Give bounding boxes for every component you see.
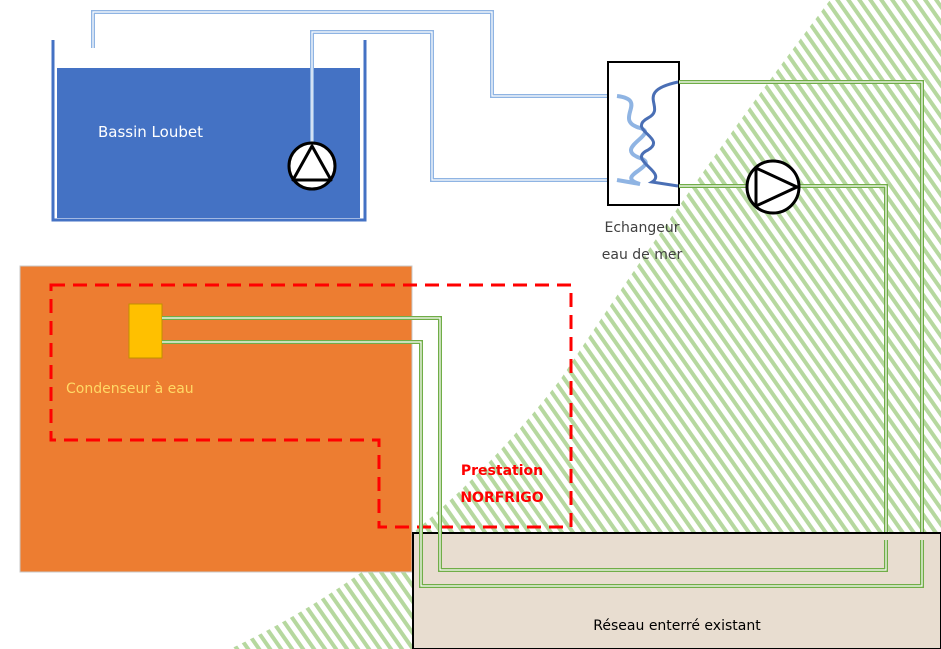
network-pipes-condenser: [162, 316, 924, 588]
exchanger-label-line2: eau de mer: [602, 247, 683, 263]
exchanger-label-line1: Echangeur: [605, 220, 680, 236]
basin-walls: [51, 40, 367, 222]
ground-network: [412, 532, 941, 649]
service-label-line1: Prestation: [461, 463, 543, 479]
service-label-line2: NORFRIGO: [460, 490, 543, 506]
building: [19, 265, 413, 573]
service-boundary: [49, 283, 573, 529]
heat-exchanger-icon: [607, 61, 680, 206]
network-label: Réseau enterré existant: [593, 618, 761, 634]
condenser-label: Condenseur à eau: [66, 381, 194, 397]
seawater-pipes: [91, 10, 617, 182]
basin: Bassin Loubet: [51, 40, 367, 222]
pump-icon: [745, 159, 801, 215]
basin-label: Bassin Loubet: [98, 123, 203, 141]
condenser-icon: [128, 303, 163, 359]
pump-icon: [287, 141, 337, 191]
